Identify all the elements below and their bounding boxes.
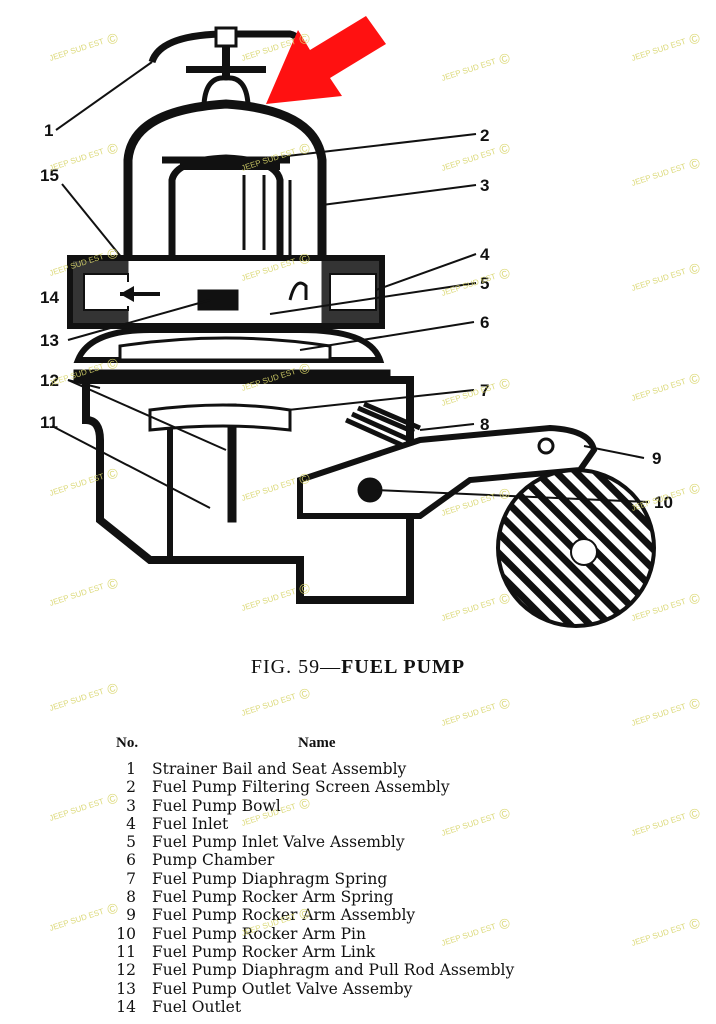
callout-12: 12	[40, 371, 59, 390]
callout-7: 7	[480, 381, 490, 400]
parts-row: 8 Fuel Pump Rocker Arm Spring	[116, 888, 676, 906]
part-number: 3	[126, 796, 136, 815]
parts-row: 10 Fuel Pump Rocker Arm Pin	[116, 925, 676, 943]
part-name: Fuel Pump Rocker Arm Pin	[152, 924, 366, 943]
parts-header-name: Name	[298, 735, 336, 751]
parts-row: 3 Fuel Pump Bowl	[116, 797, 676, 815]
copyright-icon: ©	[687, 914, 702, 933]
callout-13: 13	[40, 331, 59, 350]
part-number: 14	[116, 997, 136, 1016]
copyright-icon: ©	[687, 694, 702, 713]
figure-caption: FIG. 59—FUEL PUMP	[250, 656, 466, 678]
callout-4: 4	[480, 245, 490, 264]
part-number: 9	[126, 906, 136, 925]
part-number: 4	[126, 814, 136, 833]
part-name: Fuel Pump Bowl	[152, 796, 281, 815]
watermark-text: JEEP SUD EST	[48, 796, 105, 823]
part-name: Fuel Outlet	[152, 997, 242, 1016]
parts-row: 7 Fuel Pump Diaphragm Spring	[116, 870, 676, 888]
fuel-pump-diagram	[51, 16, 656, 628]
part-number: 1	[126, 760, 136, 778]
watermark-text: JEEP SUD EST	[630, 701, 687, 728]
callout-6: 6	[480, 313, 490, 332]
part-name: Pump Chamber	[152, 851, 275, 870]
rocker-arm	[297, 424, 598, 519]
part-name: Fuel Pump Diaphragm Spring	[152, 869, 388, 888]
part-name: Fuel Pump Filtering Screen Assembly	[152, 778, 450, 797]
caption-title: FUEL PUMP	[341, 656, 466, 678]
parts-row: 5 Fuel Pump Inlet Valve Assembly	[116, 833, 676, 851]
part-number: 11	[116, 942, 136, 961]
watermark: JEEP SUD EST©	[239, 684, 312, 721]
part-name: Fuel Pump Rocker Arm Spring	[152, 888, 394, 907]
part-name: Strainer Bail and Seat Assembly	[152, 760, 407, 778]
watermark: JEEP SUD EST©	[439, 694, 512, 731]
caption-number: FIG. 59	[250, 656, 321, 678]
eccentric-cam	[496, 468, 656, 628]
leader-lines	[51, 61, 649, 509]
parts-row: 2 Fuel Pump Filtering Screen Assembly	[116, 778, 676, 796]
part-name: Fuel Pump Inlet Valve Assembly	[152, 833, 405, 852]
part-number: 7	[126, 869, 136, 888]
copyright-icon: ©	[687, 804, 702, 823]
watermark-text: JEEP SUD EST	[240, 691, 297, 718]
callout-14: 14	[40, 288, 59, 307]
copyright-icon: ©	[297, 684, 312, 703]
part-number: 6	[126, 851, 136, 870]
watermark: JEEP SUD EST©	[47, 679, 120, 716]
part-number: 12	[116, 961, 136, 980]
callout-15: 15	[40, 166, 59, 185]
part-number: 10	[116, 924, 136, 943]
callout-10: 10	[654, 493, 673, 512]
parts-row: 4 Fuel Inlet	[116, 815, 676, 833]
parts-header-no: No.	[116, 735, 139, 751]
part-number: 5	[126, 833, 136, 852]
parts-row: 14 Fuel Outlet	[116, 998, 676, 1016]
watermark-text: JEEP SUD EST	[48, 906, 105, 933]
parts-row: 1 Strainer Bail and Seat Assembly	[116, 760, 676, 778]
part-name: Fuel Pump Rocker Arm Link	[152, 942, 376, 961]
fuel-pump-bowl	[123, 99, 327, 295]
watermark-text: JEEP SUD EST	[440, 701, 497, 728]
parts-row: 9 Fuel Pump Rocker Arm Assembly	[116, 906, 676, 924]
part-name: Fuel Inlet	[152, 814, 229, 833]
callout-2: 2	[480, 126, 490, 145]
watermark-text: JEEP SUD EST	[48, 686, 105, 713]
parts-row: 13 Fuel Pump Outlet Valve Assemby	[116, 980, 676, 998]
red-arrow-icon	[266, 16, 386, 104]
part-name: Fuel Pump Rocker Arm Assembly	[152, 906, 416, 925]
pump-body	[67, 255, 385, 329]
callout-11: 11	[40, 413, 58, 432]
callout-3: 3	[480, 176, 490, 195]
lower-housing	[82, 376, 414, 604]
callout-9: 9	[652, 449, 662, 468]
watermark: JEEP SUD EST©	[47, 789, 120, 826]
part-number: 2	[126, 778, 136, 797]
copyright-icon: ©	[497, 694, 512, 713]
watermark: JEEP SUD EST©	[47, 899, 120, 936]
rocker-arm-spring	[344, 401, 421, 449]
callout-8: 8	[480, 415, 490, 434]
watermark: JEEP SUD EST©	[629, 694, 702, 731]
part-number: 13	[116, 979, 136, 998]
parts-row: 11 Fuel Pump Rocker Arm Link	[116, 943, 676, 961]
parts-row: 6 Pump Chamber	[116, 851, 676, 869]
copyright-icon: ©	[105, 679, 120, 698]
part-number: 8	[126, 888, 136, 907]
part-name: Fuel Pump Outlet Valve Assemby	[152, 979, 413, 998]
part-name: Fuel Pump Diaphragm and Pull Rod Assembl…	[152, 961, 515, 980]
callout-1: 1	[44, 121, 54, 140]
callout-5: 5	[480, 274, 490, 293]
parts-row: 12 Fuel Pump Diaphragm and Pull Rod Assem…	[116, 961, 676, 979]
